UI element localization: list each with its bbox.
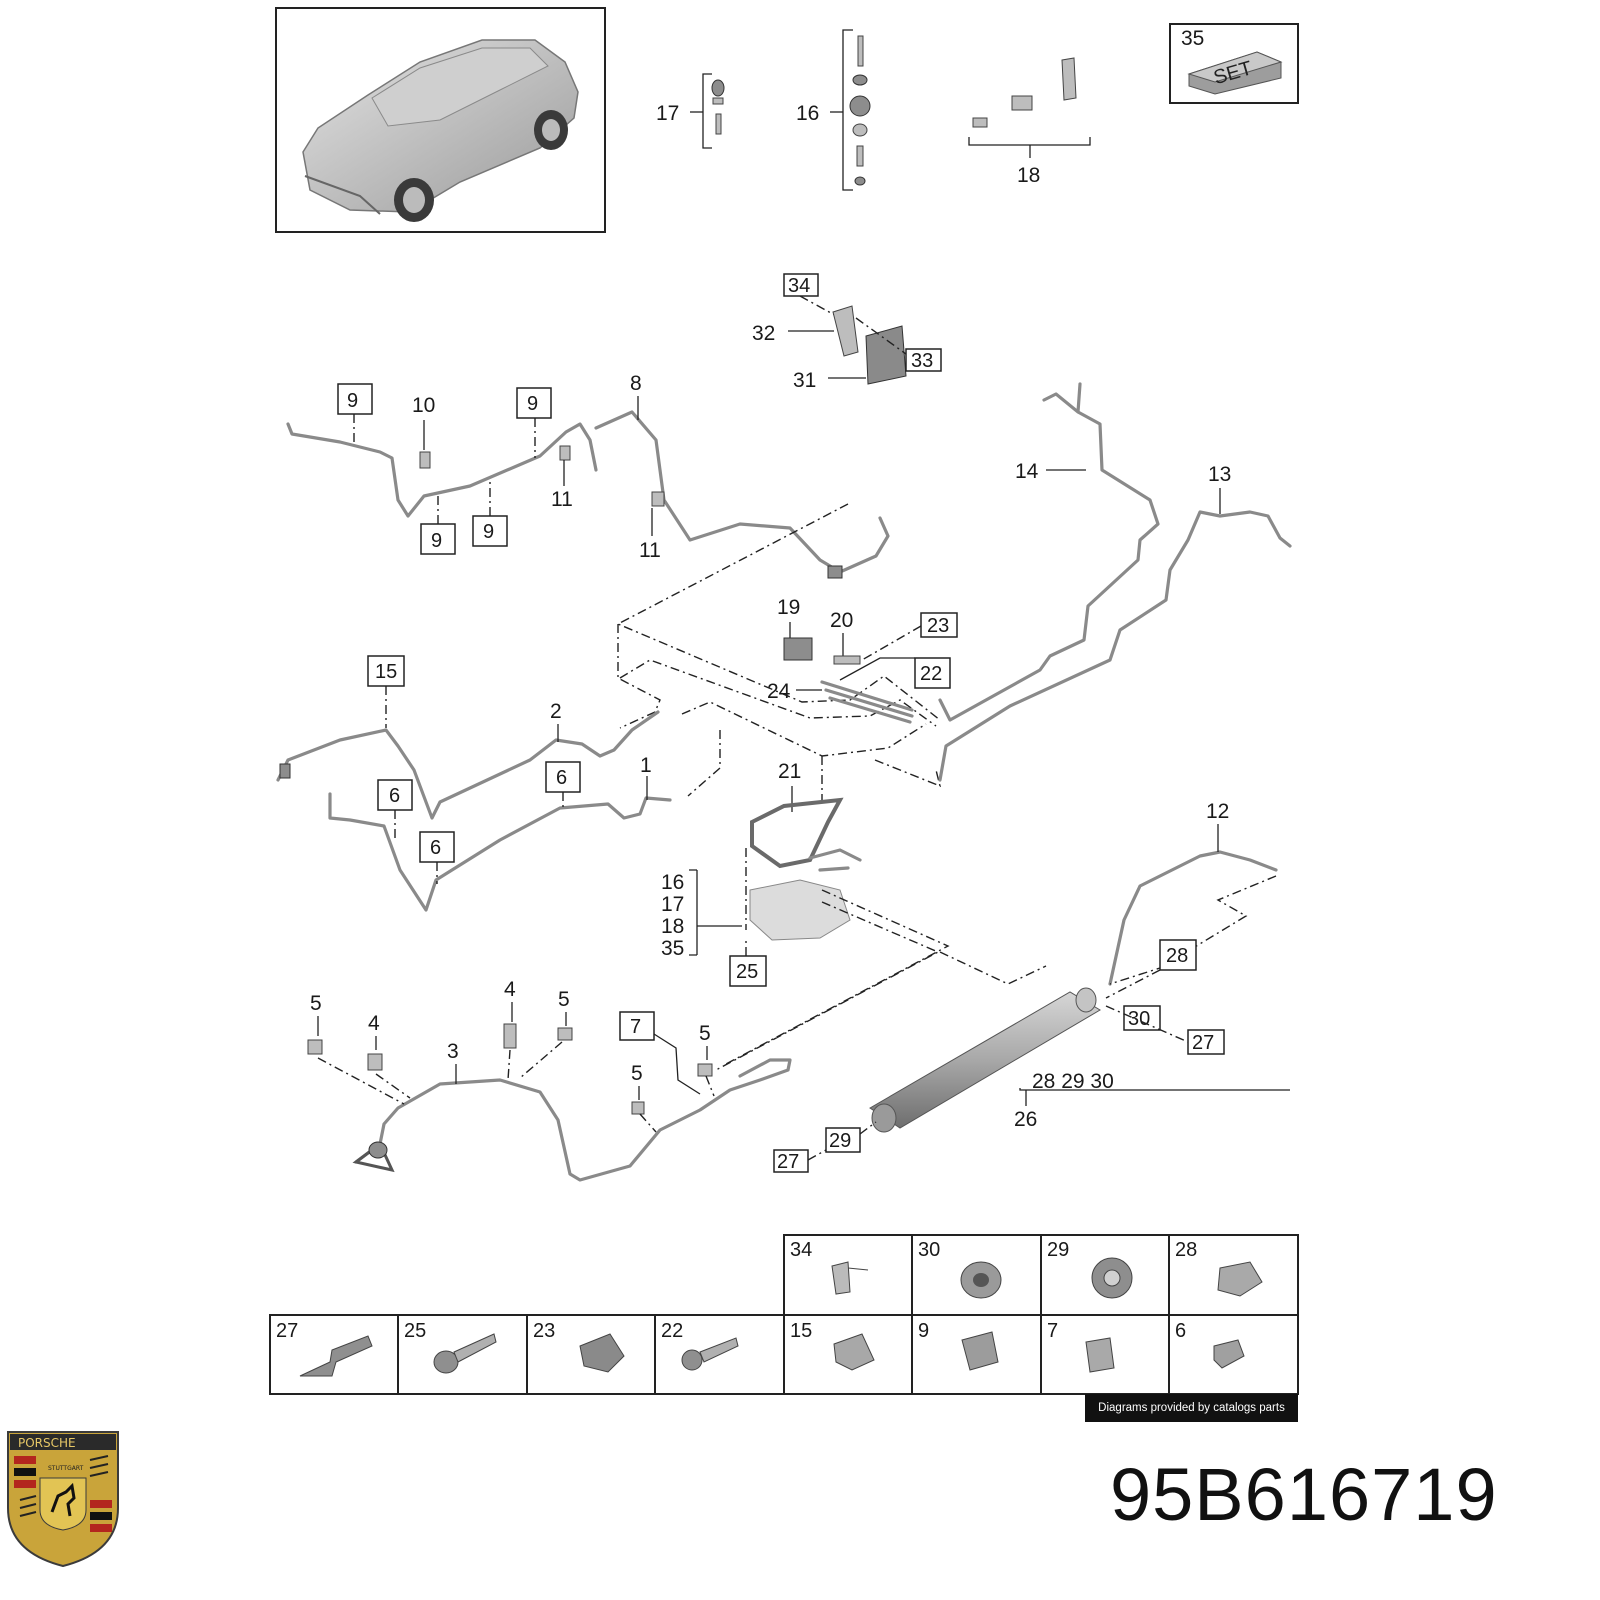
callout-14: 14 bbox=[1015, 460, 1039, 483]
callout-25-box: 25 bbox=[736, 961, 758, 983]
legend-cell-29: 29 bbox=[1047, 1239, 1069, 1261]
callout-5-b: 5 bbox=[558, 988, 570, 1011]
callout-18-top: 18 bbox=[1017, 164, 1040, 187]
callout-10: 10 bbox=[412, 394, 435, 417]
hardware-group-18: 18 bbox=[968, 57, 1091, 187]
callout-23-box: 23 bbox=[927, 615, 949, 637]
callout-21: 21 bbox=[778, 760, 801, 783]
diagram-credit: Diagrams provided by catalogs parts bbox=[1085, 1394, 1298, 1422]
legend-cell-7: 7 bbox=[1047, 1320, 1058, 1342]
hydraulic-unit-bracket: 21 16 17 18 35 25 bbox=[661, 760, 1047, 1071]
callout-29-box: 29 bbox=[829, 1130, 851, 1152]
callout-31: 31 bbox=[793, 369, 816, 392]
callout-4-a: 4 bbox=[368, 1012, 380, 1035]
brake-line-right: 14 13 bbox=[938, 382, 1292, 782]
crest-text: PORSCHE bbox=[18, 1436, 76, 1450]
callout-5-c: 5 bbox=[699, 1022, 711, 1045]
callout-4-b: 4 bbox=[504, 978, 516, 1001]
brake-line-rear-right: 12 bbox=[1108, 800, 1278, 986]
callout-5-d: 5 bbox=[631, 1062, 643, 1085]
control-unit-assembly: 34 32 33 31 bbox=[752, 273, 942, 392]
callout-33-box: 33 bbox=[911, 350, 933, 372]
callout-28-box: 28 bbox=[1166, 945, 1188, 967]
callout-16-top: 16 bbox=[796, 102, 819, 125]
vehicle-thumbnail bbox=[275, 7, 606, 233]
set-box-35: 35 SET bbox=[1169, 23, 1299, 104]
callout-18-stack: 18 bbox=[661, 915, 684, 938]
callouts-upper-left: 9 10 9 8 9 9 11 11 bbox=[337, 372, 661, 562]
callout-9-box-a: 9 bbox=[347, 390, 358, 412]
callout-9-box-c: 9 bbox=[431, 530, 442, 552]
brake-line-front-upper bbox=[286, 410, 890, 579]
brake-line-lower-left: 3 5 4 4 5 7 5 5 bbox=[307, 978, 792, 1182]
callout-7-box: 7 bbox=[630, 1016, 641, 1038]
callout-30-box: 30 bbox=[1128, 1008, 1150, 1030]
legend-cell-27: 27 bbox=[276, 1320, 298, 1342]
callout-6-box-a: 6 bbox=[389, 785, 400, 807]
callout-32: 32 bbox=[752, 322, 775, 345]
porsche-crest-logo: PORSCHE STUTTGART bbox=[7, 1431, 119, 1568]
callout-16-stack: 16 bbox=[661, 871, 684, 894]
callout-8: 8 bbox=[630, 372, 642, 395]
routing-envelopes bbox=[616, 503, 942, 800]
callout-34-box: 34 bbox=[788, 275, 810, 297]
callout-5-a: 5 bbox=[310, 992, 322, 1015]
callout-9-box-d: 9 bbox=[483, 521, 494, 543]
callout-17-stack: 17 bbox=[661, 893, 684, 916]
callout-2: 2 bbox=[550, 700, 562, 723]
legend-cell-9: 9 bbox=[918, 1320, 929, 1342]
legend-cell-15: 15 bbox=[790, 1320, 812, 1342]
set-box-number: 35 bbox=[1181, 27, 1204, 50]
callout-27-box-b: 27 bbox=[777, 1151, 799, 1173]
legend-cell-25: 25 bbox=[404, 1320, 426, 1342]
legend-cell-34: 34 bbox=[790, 1239, 812, 1261]
parts-legend-table: 34 30 29 28 27 25 23 22 15 9 7 6 bbox=[269, 1234, 1299, 1395]
callout-26-sub: 28 29 30 bbox=[1032, 1070, 1114, 1093]
callout-17-top: 17 bbox=[656, 102, 679, 125]
hardware-group-16: 16 bbox=[796, 29, 871, 191]
crest-city: STUTTGART bbox=[48, 1465, 84, 1472]
callout-11-a: 11 bbox=[551, 488, 573, 511]
callout-12: 12 bbox=[1206, 800, 1229, 823]
callout-6-box-b: 6 bbox=[556, 767, 567, 789]
callout-19: 19 bbox=[777, 596, 800, 619]
callout-3: 3 bbox=[447, 1040, 459, 1063]
valve-block-area: 19 20 23 22 24 bbox=[767, 596, 958, 724]
accumulator-tank: 28 30 27 28 29 30 26 29 27 bbox=[773, 939, 1290, 1173]
callout-27-box-a: 27 bbox=[1192, 1032, 1214, 1054]
callout-24: 24 bbox=[767, 680, 791, 703]
callout-22-box: 22 bbox=[920, 663, 942, 685]
legend-cell-6: 6 bbox=[1175, 1320, 1186, 1342]
legend-cell-23: 23 bbox=[533, 1320, 555, 1342]
callout-26: 26 bbox=[1014, 1108, 1037, 1131]
legend-cell-30: 30 bbox=[918, 1239, 940, 1261]
part-number: 95B616719 bbox=[1110, 1453, 1498, 1536]
callout-20: 20 bbox=[830, 609, 853, 632]
callout-13: 13 bbox=[1208, 463, 1231, 486]
callout-35-stack: 35 bbox=[661, 937, 684, 960]
callout-9-box-b: 9 bbox=[527, 393, 538, 415]
callout-1: 1 bbox=[640, 754, 652, 777]
callout-15-box: 15 bbox=[375, 661, 397, 683]
callout-6-box-c: 6 bbox=[430, 837, 441, 859]
callout-11-b: 11 bbox=[639, 539, 661, 562]
hardware-group-17: 17 bbox=[656, 73, 725, 149]
legend-cell-22: 22 bbox=[661, 1320, 683, 1342]
legend-cell-28: 28 bbox=[1175, 1239, 1197, 1261]
brake-line-mid-left: 15 2 1 6 6 6 bbox=[276, 655, 672, 912]
